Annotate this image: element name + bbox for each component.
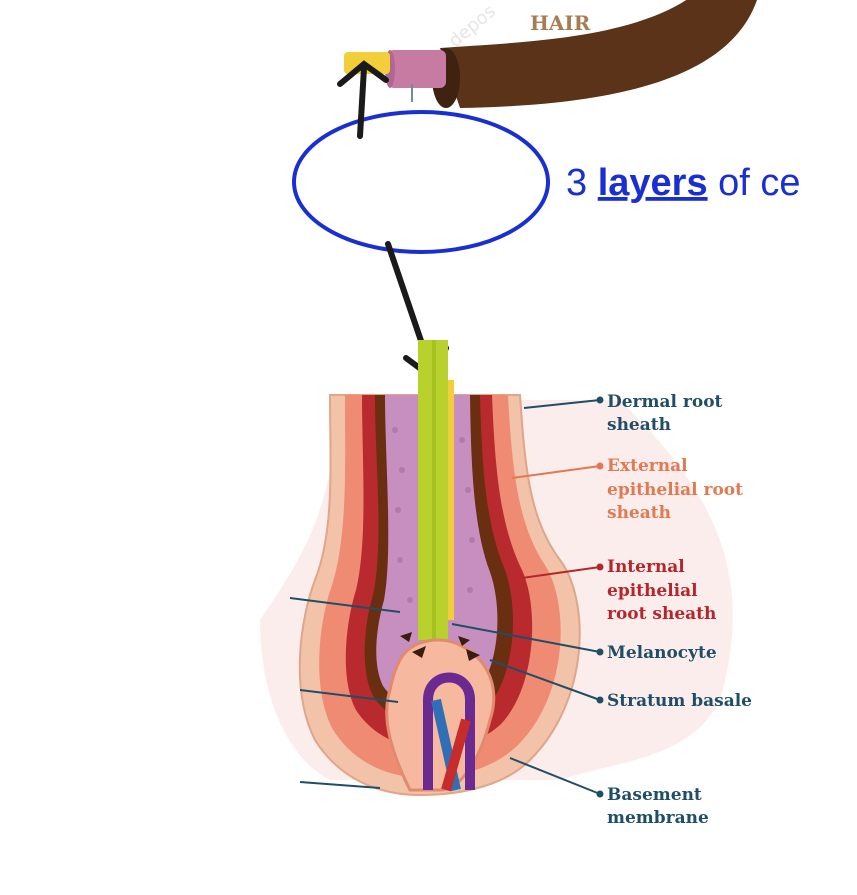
blood-vessel-loop (423, 672, 475, 790)
label-stratum-basale: Stratum basale (607, 691, 752, 711)
label-basement-membrane: Basement membrane (607, 785, 709, 828)
annotation-circle (292, 110, 550, 254)
annotation-arrow-up (337, 60, 389, 139)
follicle-bulb (260, 340, 733, 797)
leader-lines (289, 396, 604, 798)
diagram-labels: Dermal root sheath External epithelial r… (607, 392, 752, 828)
hair-cortex-layer (388, 50, 446, 88)
melanocyte-cells (400, 632, 480, 661)
svg-text:depos: depos (445, 1, 500, 52)
hair-shaft (440, 0, 757, 108)
label-external-epithelial-root-sheath: External epithelial root sheath (607, 456, 749, 523)
label-internal-epithelial-root-sheath: Internal epithelial root sheath (607, 557, 716, 624)
hair-label: HAIR (530, 11, 591, 35)
label-melanocyte: Melanocyte (607, 643, 717, 663)
hair-shaft-illustration: HAIR depos (344, 0, 757, 108)
label-dermal-root-sheath: Dermal root sheath (607, 392, 728, 435)
annotation-emphasis: layers (598, 162, 708, 204)
annotation-text: 3 layers of ce (566, 162, 801, 204)
